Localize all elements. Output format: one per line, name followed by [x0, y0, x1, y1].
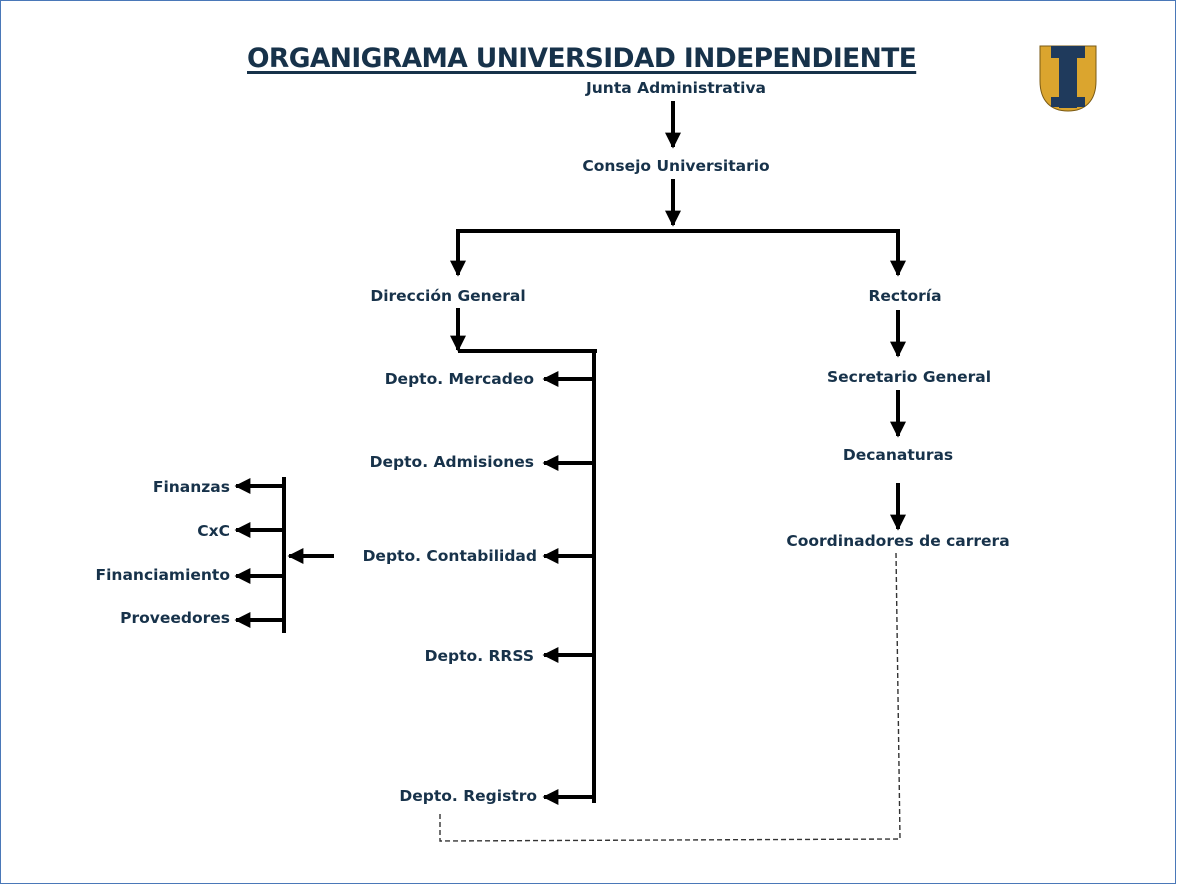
node-depto-contabilidad: Depto. Contabilidad — [362, 547, 537, 565]
node-coordinadores-de-carrera: Coordinadores de carrera — [786, 532, 1010, 550]
node-financiamiento: Financiamiento — [95, 566, 230, 584]
node-depto-registro: Depto. Registro — [399, 787, 537, 805]
node-finanzas: Finanzas — [152, 478, 230, 496]
page-title: ORGANIGRAMA UNIVERSIDAD INDEPENDIENTE — [247, 43, 917, 74]
node-depto-admisiones: Depto. Admisiones — [369, 453, 534, 471]
university-i-logo-icon — [1039, 45, 1097, 112]
node-direccion-general: Dirección General — [370, 287, 526, 305]
node-depto-rrss: Depto. RRSS — [424, 647, 534, 665]
node-decanaturas: Decanaturas — [842, 446, 954, 464]
node-consejo-universitario: Consejo Universitario — [582, 157, 770, 175]
dashed-link-coordinadores-registro — [439, 552, 901, 842]
node-proveedores: Proveedores — [120, 609, 230, 627]
node-cxc: CxC — [197, 522, 230, 540]
node-depto-mercadeo: Depto. Mercadeo — [384, 370, 534, 388]
node-rectoria: Rectoría — [868, 287, 942, 305]
node-junta-administrativa: Junta Administrativa — [585, 79, 767, 97]
node-secretario-general: Secretario General — [826, 368, 992, 386]
